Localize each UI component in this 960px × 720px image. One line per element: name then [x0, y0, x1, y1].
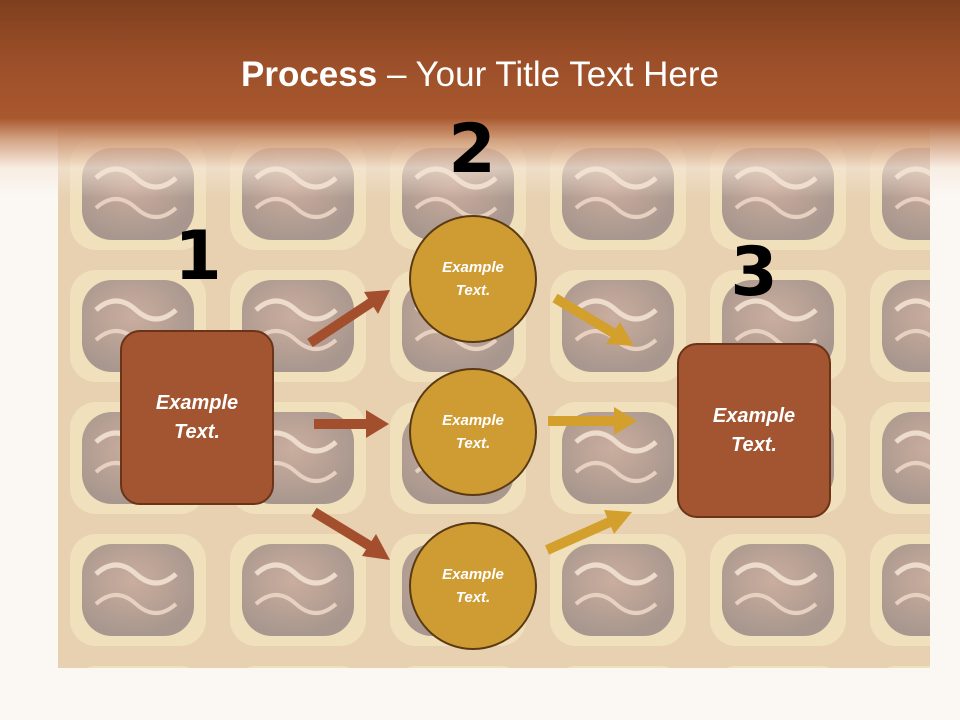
step-2-circle-top: Example Text.	[409, 215, 537, 343]
arrow-to-top-circle	[307, 290, 390, 348]
step-2-circle-middle: Example Text.	[409, 368, 537, 496]
arrow-from-bottom-circle	[544, 510, 632, 555]
title-bar	[0, 0, 960, 198]
step-number-1: 1	[174, 217, 222, 296]
circle-top-text: Example Text.	[442, 259, 504, 299]
step-1-box-text: Example Text.	[155, 391, 239, 443]
circle-bottom-text: Example Text.	[442, 566, 504, 606]
arrow-to-bottom-circle	[311, 507, 390, 560]
step-3-box-text: Example Text.	[712, 404, 796, 456]
title-rest-part: – Your Title Text Here	[377, 55, 719, 94]
step-number-3: 3	[730, 233, 778, 312]
circle-middle-text: Example Text.	[442, 412, 504, 452]
title-bold-part: Process	[241, 55, 378, 94]
arrow-to-middle-circle	[314, 410, 389, 438]
step-1-box: Example Text.	[120, 330, 274, 505]
step-number-2: 2	[448, 110, 496, 189]
step-2-circle-bottom: Example Text.	[409, 522, 537, 650]
arrow-from-middle-circle	[548, 407, 637, 435]
slide-title: Process – Your Title Text Here	[0, 54, 960, 96]
step-3-box: Example Text.	[677, 343, 831, 518]
arrow-from-top-circle	[552, 293, 634, 346]
